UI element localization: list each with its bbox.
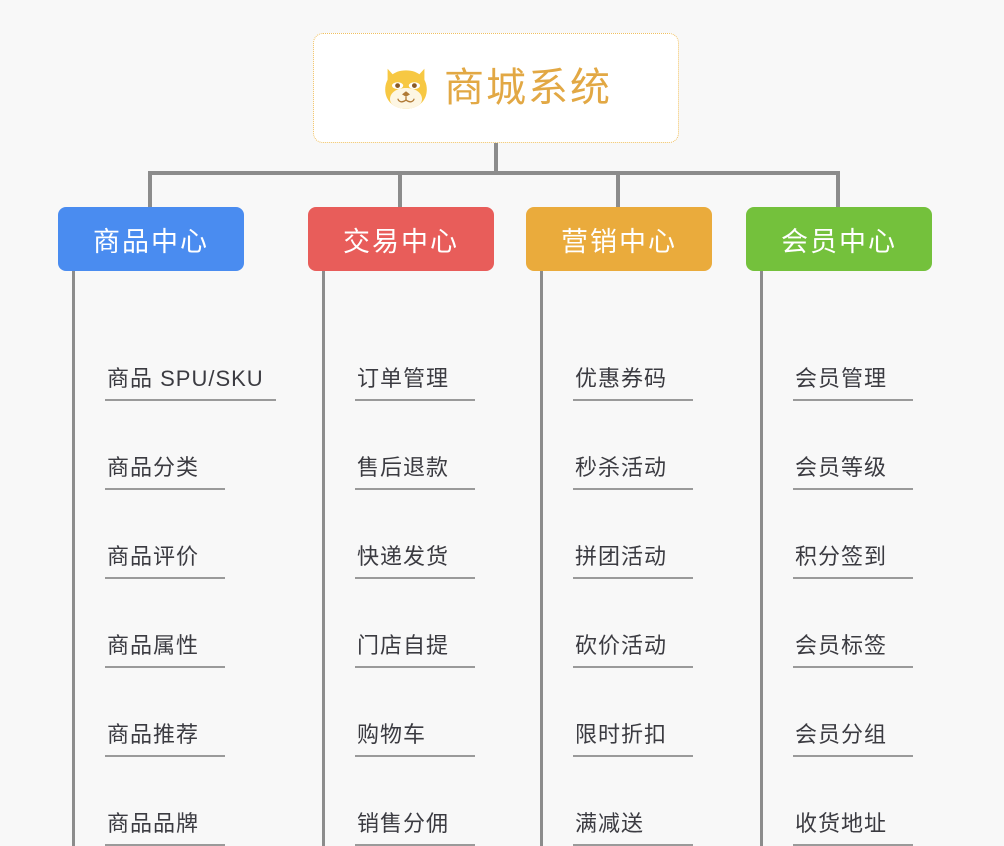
list-item[interactable]: 会员管理 [763, 271, 964, 401]
list-item[interactable]: 会员分组 [763, 668, 964, 757]
leaf-label: 商品属性 [105, 628, 225, 668]
leaf-label: 销售分佣 [355, 806, 475, 846]
leaf-label: 商品品牌 [105, 806, 225, 846]
list-item[interactable]: 订单管理 [325, 271, 526, 401]
list-item[interactable]: 商品 SPU/SKU [75, 271, 298, 401]
leaf-label: 砍价活动 [573, 628, 693, 668]
connector-root-stem [494, 143, 498, 174]
category-column-3: 会员中心 会员管理 会员等级 积分签到 会员标签 会员分组 收货地址 [746, 207, 964, 846]
category-header-1[interactable]: 交易中心 [308, 207, 494, 271]
leaf-label: 门店自提 [355, 628, 475, 668]
leaf-label: 优惠券码 [573, 361, 693, 401]
list-item[interactable]: 会员标签 [763, 579, 964, 668]
root-node[interactable]: 商城系统 [313, 33, 679, 143]
list-item[interactable]: 会员等级 [763, 401, 964, 490]
leaf-label: 会员标签 [793, 628, 913, 668]
category-header-2[interactable]: 营销中心 [526, 207, 712, 271]
connector-horizontal-bus [150, 171, 840, 175]
leaf-label: 会员分组 [793, 717, 913, 757]
leaf-label: 售后退款 [355, 450, 475, 490]
list-item[interactable]: 拼团活动 [543, 490, 744, 579]
leaf-list-2: 优惠券码 秒杀活动 拼团活动 砍价活动 限时折扣 满减送 [540, 271, 744, 846]
list-item[interactable]: 购物车 [325, 668, 526, 757]
shiba-dog-face-icon [385, 68, 427, 109]
list-item[interactable]: 优惠券码 [543, 271, 744, 401]
leaf-label: 积分签到 [793, 539, 913, 579]
list-item[interactable]: 收货地址 [763, 757, 964, 846]
category-column-1: 交易中心 订单管理 售后退款 快递发货 门店自提 购物车 销售分佣 [308, 207, 526, 846]
list-item[interactable]: 满减送 [543, 757, 744, 846]
list-item[interactable]: 商品品牌 [75, 757, 298, 846]
list-item[interactable]: 商品推荐 [75, 668, 298, 757]
list-item[interactable]: 商品属性 [75, 579, 298, 668]
leaf-label: 会员管理 [793, 361, 913, 401]
leaf-label: 收货地址 [793, 806, 913, 846]
category-label-1: 交易中心 [343, 226, 459, 257]
category-label-3: 会员中心 [781, 226, 897, 257]
leaf-label: 商品分类 [105, 450, 225, 490]
category-label-0: 商品中心 [93, 226, 209, 257]
leaf-label: 商品推荐 [105, 717, 225, 757]
leaf-list-0: 商品 SPU/SKU 商品分类 商品评价 商品属性 商品推荐 商品品牌 [72, 271, 298, 846]
category-header-0[interactable]: 商品中心 [58, 207, 244, 271]
leaf-label: 秒杀活动 [573, 450, 693, 490]
leaf-list-1: 订单管理 售后退款 快递发货 门店自提 购物车 销售分佣 [322, 271, 526, 846]
category-header-3[interactable]: 会员中心 [746, 207, 932, 271]
connector-drop-category-1 [398, 171, 402, 207]
leaf-label: 限时折扣 [573, 717, 693, 757]
list-item[interactable]: 秒杀活动 [543, 401, 744, 490]
list-item[interactable]: 积分签到 [763, 490, 964, 579]
leaf-list-3: 会员管理 会员等级 积分签到 会员标签 会员分组 收货地址 [760, 271, 964, 846]
list-item[interactable]: 快递发货 [325, 490, 526, 579]
leaf-label: 会员等级 [793, 450, 913, 490]
leaf-label: 快递发货 [355, 539, 475, 579]
leaf-label: 拼团活动 [573, 539, 693, 579]
list-item[interactable]: 销售分佣 [325, 757, 526, 846]
category-label-2: 营销中心 [561, 226, 677, 257]
leaf-label: 满减送 [573, 806, 693, 846]
list-item[interactable]: 售后退款 [325, 401, 526, 490]
list-item[interactable]: 门店自提 [325, 579, 526, 668]
root-node-label: 商城系统 [444, 66, 612, 110]
leaf-label: 购物车 [355, 717, 475, 757]
connector-drop-category-3 [836, 171, 840, 207]
list-item[interactable]: 商品评价 [75, 490, 298, 579]
list-item[interactable]: 商品分类 [75, 401, 298, 490]
leaf-label: 商品评价 [105, 539, 225, 579]
category-column-0: 商品中心 商品 SPU/SKU 商品分类 商品评价 商品属性 商品推荐 商品品牌 [58, 207, 298, 846]
category-column-2: 营销中心 优惠券码 秒杀活动 拼团活动 砍价活动 限时折扣 满减送 [526, 207, 744, 846]
leaf-label: 商品 SPU/SKU [105, 361, 276, 401]
connector-drop-category-2 [616, 171, 620, 207]
list-item[interactable]: 砍价活动 [543, 579, 744, 668]
connector-drop-category-0 [148, 171, 152, 207]
list-item[interactable]: 限时折扣 [543, 668, 744, 757]
leaf-label: 订单管理 [355, 361, 475, 401]
